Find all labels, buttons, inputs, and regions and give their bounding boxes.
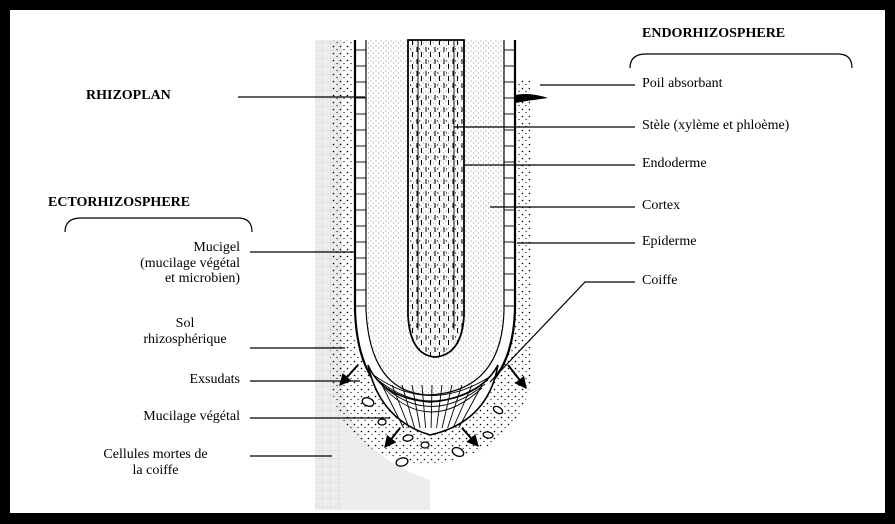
mucilage-vegetal-label: Mucilage végétal xyxy=(70,409,240,425)
mucigel-label: Mucigel (mucilage végétal et microbien) xyxy=(70,240,240,287)
sol-line-1: Sol xyxy=(130,316,240,332)
mucigel-line-3: et microbien) xyxy=(70,271,240,287)
diagram-panel: ENDORHIZOSPHERE RHIZOPLAN ECTORHIZOSPHER… xyxy=(10,10,885,513)
mucigel-line-1: Mucigel xyxy=(70,240,240,256)
coiffe-label: Coiffe xyxy=(642,273,678,289)
endoderme-label: Endoderme xyxy=(642,156,707,172)
ectorhizosphere-brace xyxy=(65,218,252,232)
mucigel-line-2: (mucilage végétal xyxy=(70,256,240,272)
cellules-line-1: Cellules mortes de xyxy=(68,447,243,463)
dead-cell xyxy=(378,419,386,425)
rhizoplan-heading: RHIZOPLAN xyxy=(86,88,171,104)
poil-absorbant-label: Poil absorbant xyxy=(642,76,723,92)
stele xyxy=(408,40,464,357)
sol-line-2: rhizosphérique xyxy=(130,332,240,348)
cellules-mortes-label: Cellules mortes de la coiffe xyxy=(68,447,243,478)
cellules-line-2: la coiffe xyxy=(68,463,243,479)
sol-label: Sol rhizosphérique xyxy=(130,316,240,347)
ectorhizosphere-heading: ECTORHIZOSPHERE xyxy=(48,195,190,211)
epiderme-label: Epiderme xyxy=(642,234,696,250)
endorhizosphere-heading: ENDORHIZOSPHERE xyxy=(642,26,785,42)
endorhizosphere-brace xyxy=(630,54,852,68)
stele-label: Stèle (xylème et phloème) xyxy=(642,118,789,134)
exsudats-label: Exsudats xyxy=(90,372,240,388)
dead-cell xyxy=(421,442,429,448)
root-hair xyxy=(515,94,548,103)
cortex-label: Cortex xyxy=(642,198,680,214)
